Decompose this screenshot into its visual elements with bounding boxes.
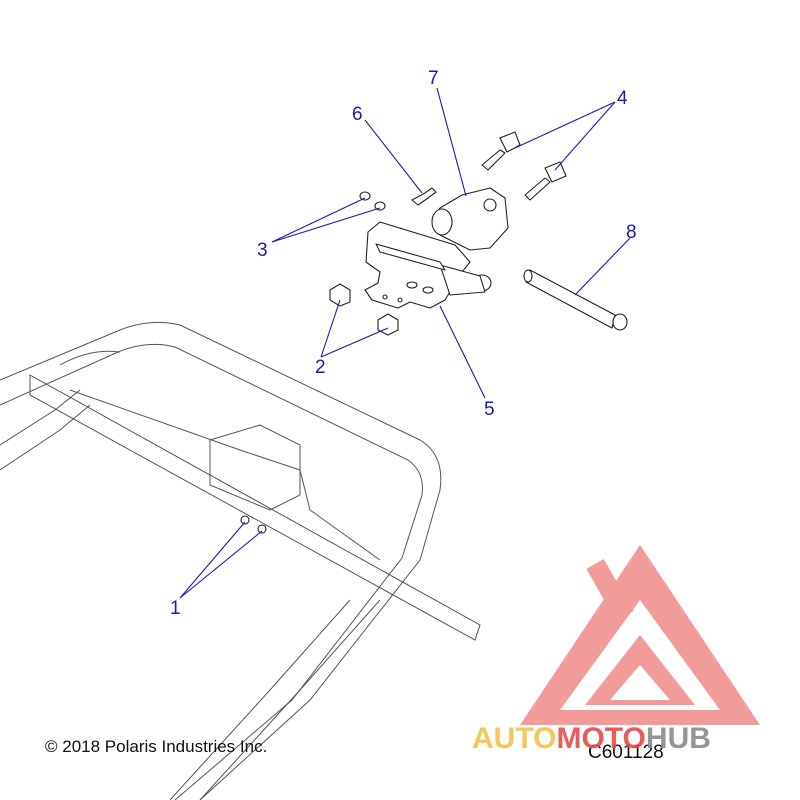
watermark-moto: MOTO: [556, 722, 645, 755]
fastener-part: [359, 191, 371, 201]
leader-lines: [179, 87, 631, 599]
copyright-text: © 2018 Polaris Industries Inc.: [45, 737, 267, 756]
clip-part: [411, 187, 437, 206]
callout-2: 2: [315, 357, 326, 378]
watermark-hub: HUB: [646, 722, 711, 755]
callout-8: 8: [626, 222, 637, 243]
bolt-part: [481, 149, 506, 171]
watermark-logo: [520, 545, 760, 725]
callout-7: 7: [428, 68, 439, 89]
bracket-part: [364, 221, 471, 309]
callout-5: 5: [484, 399, 495, 420]
callout-1: 1: [170, 598, 181, 619]
watermark-text: AUTOMOTOHUB: [472, 722, 711, 755]
parts: [240, 131, 628, 534]
callout-6: 6: [352, 104, 363, 125]
pin-part: [525, 269, 616, 329]
watermark-auto: AUTO: [472, 722, 556, 755]
washer-part: [240, 515, 250, 525]
frame-structure: [0, 321, 481, 800]
drawing-code: C601128: [588, 742, 664, 763]
callout-3: 3: [257, 240, 268, 261]
callout-4: 4: [617, 88, 628, 109]
nut-part: [329, 283, 351, 307]
